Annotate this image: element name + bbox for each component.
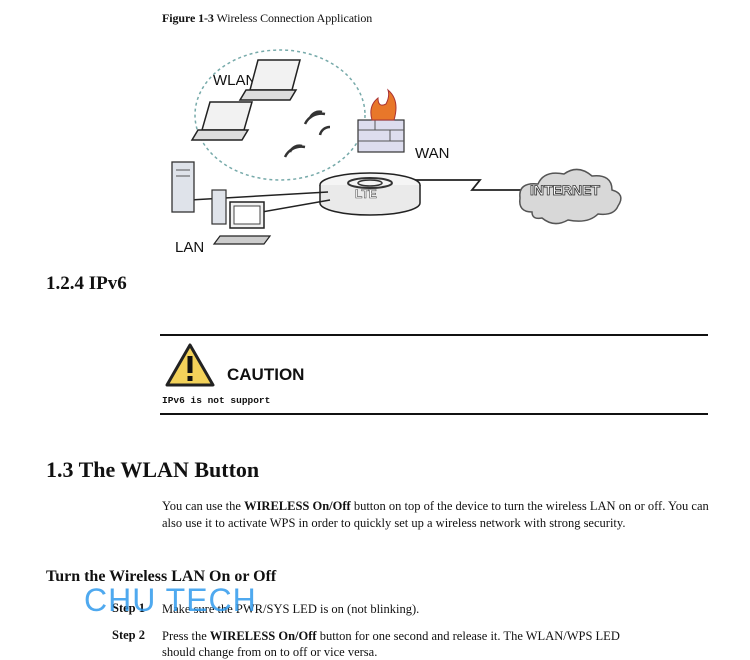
step-2-text-mid: button for one second and release it. Th… xyxy=(316,629,620,643)
caution-heading: CAUTION xyxy=(227,365,305,384)
cloud-icon xyxy=(519,168,622,225)
figure-caption-label: Figure 1-3 xyxy=(162,11,214,25)
tower-pc-icon xyxy=(171,161,195,213)
figure-caption: Figure 1-3 Wireless Connection Applicati… xyxy=(162,11,372,26)
internet-label: INTERNET xyxy=(530,182,600,198)
wan-label: WAN xyxy=(415,145,449,162)
section-heading-ipv6: 1.2.4 IPv6 xyxy=(46,273,127,294)
wlan-button-paragraph: You can use the WIRELESS On/Off button o… xyxy=(162,498,712,532)
router-label: LTE xyxy=(355,187,377,201)
subsection-heading: Turn the Wireless LAN On or Off xyxy=(46,568,277,585)
router-icon xyxy=(319,172,421,216)
caution-text: IPv6 is not support xyxy=(162,395,271,406)
wlan-label: WLAN xyxy=(213,72,256,89)
watermark: CHU TECH xyxy=(84,582,257,618)
figure-caption-text: Wireless Connection Application xyxy=(216,11,373,25)
lan-link xyxy=(189,191,329,201)
firewall-icon xyxy=(357,88,405,153)
caution-top-rule xyxy=(160,334,708,336)
paragraph-bold-text: WIRELESS On/Off xyxy=(244,499,351,513)
step-2-text-prefix: Press the xyxy=(162,629,210,643)
step-1-label: Step 1 xyxy=(112,601,145,615)
desktop-pc-icon xyxy=(211,189,272,245)
lan-label: LAN xyxy=(175,239,204,256)
laptop-icon xyxy=(238,59,301,101)
laptop-icon xyxy=(190,101,253,141)
paragraph-text: You can use the xyxy=(162,499,245,513)
step-2-text-bold: WIRELESS On/Off xyxy=(209,629,317,643)
wireless-connection-diagram: WLAN WAN LTE INTERNET xyxy=(171,49,622,256)
step-1-text: Make sure the PWR/SYS LED is on (not bli… xyxy=(162,602,420,616)
wifi-signal-icon xyxy=(283,110,331,158)
wan-link xyxy=(408,179,528,191)
wlan-area-ellipse xyxy=(194,49,366,181)
step-2-text: Press the WIRELESS On/Off button for one… xyxy=(162,628,722,660)
warning-triangle-icon xyxy=(165,343,215,387)
section-heading-wlan-button: 1.3 The WLAN Button xyxy=(46,457,260,482)
caution-bottom-rule xyxy=(160,413,708,415)
paragraph-text: button on top of the device to turn the … xyxy=(162,499,709,530)
step-2-label: Step 2 xyxy=(112,628,145,642)
step-2-text-line2: should change from on to off or vice ver… xyxy=(162,645,378,659)
